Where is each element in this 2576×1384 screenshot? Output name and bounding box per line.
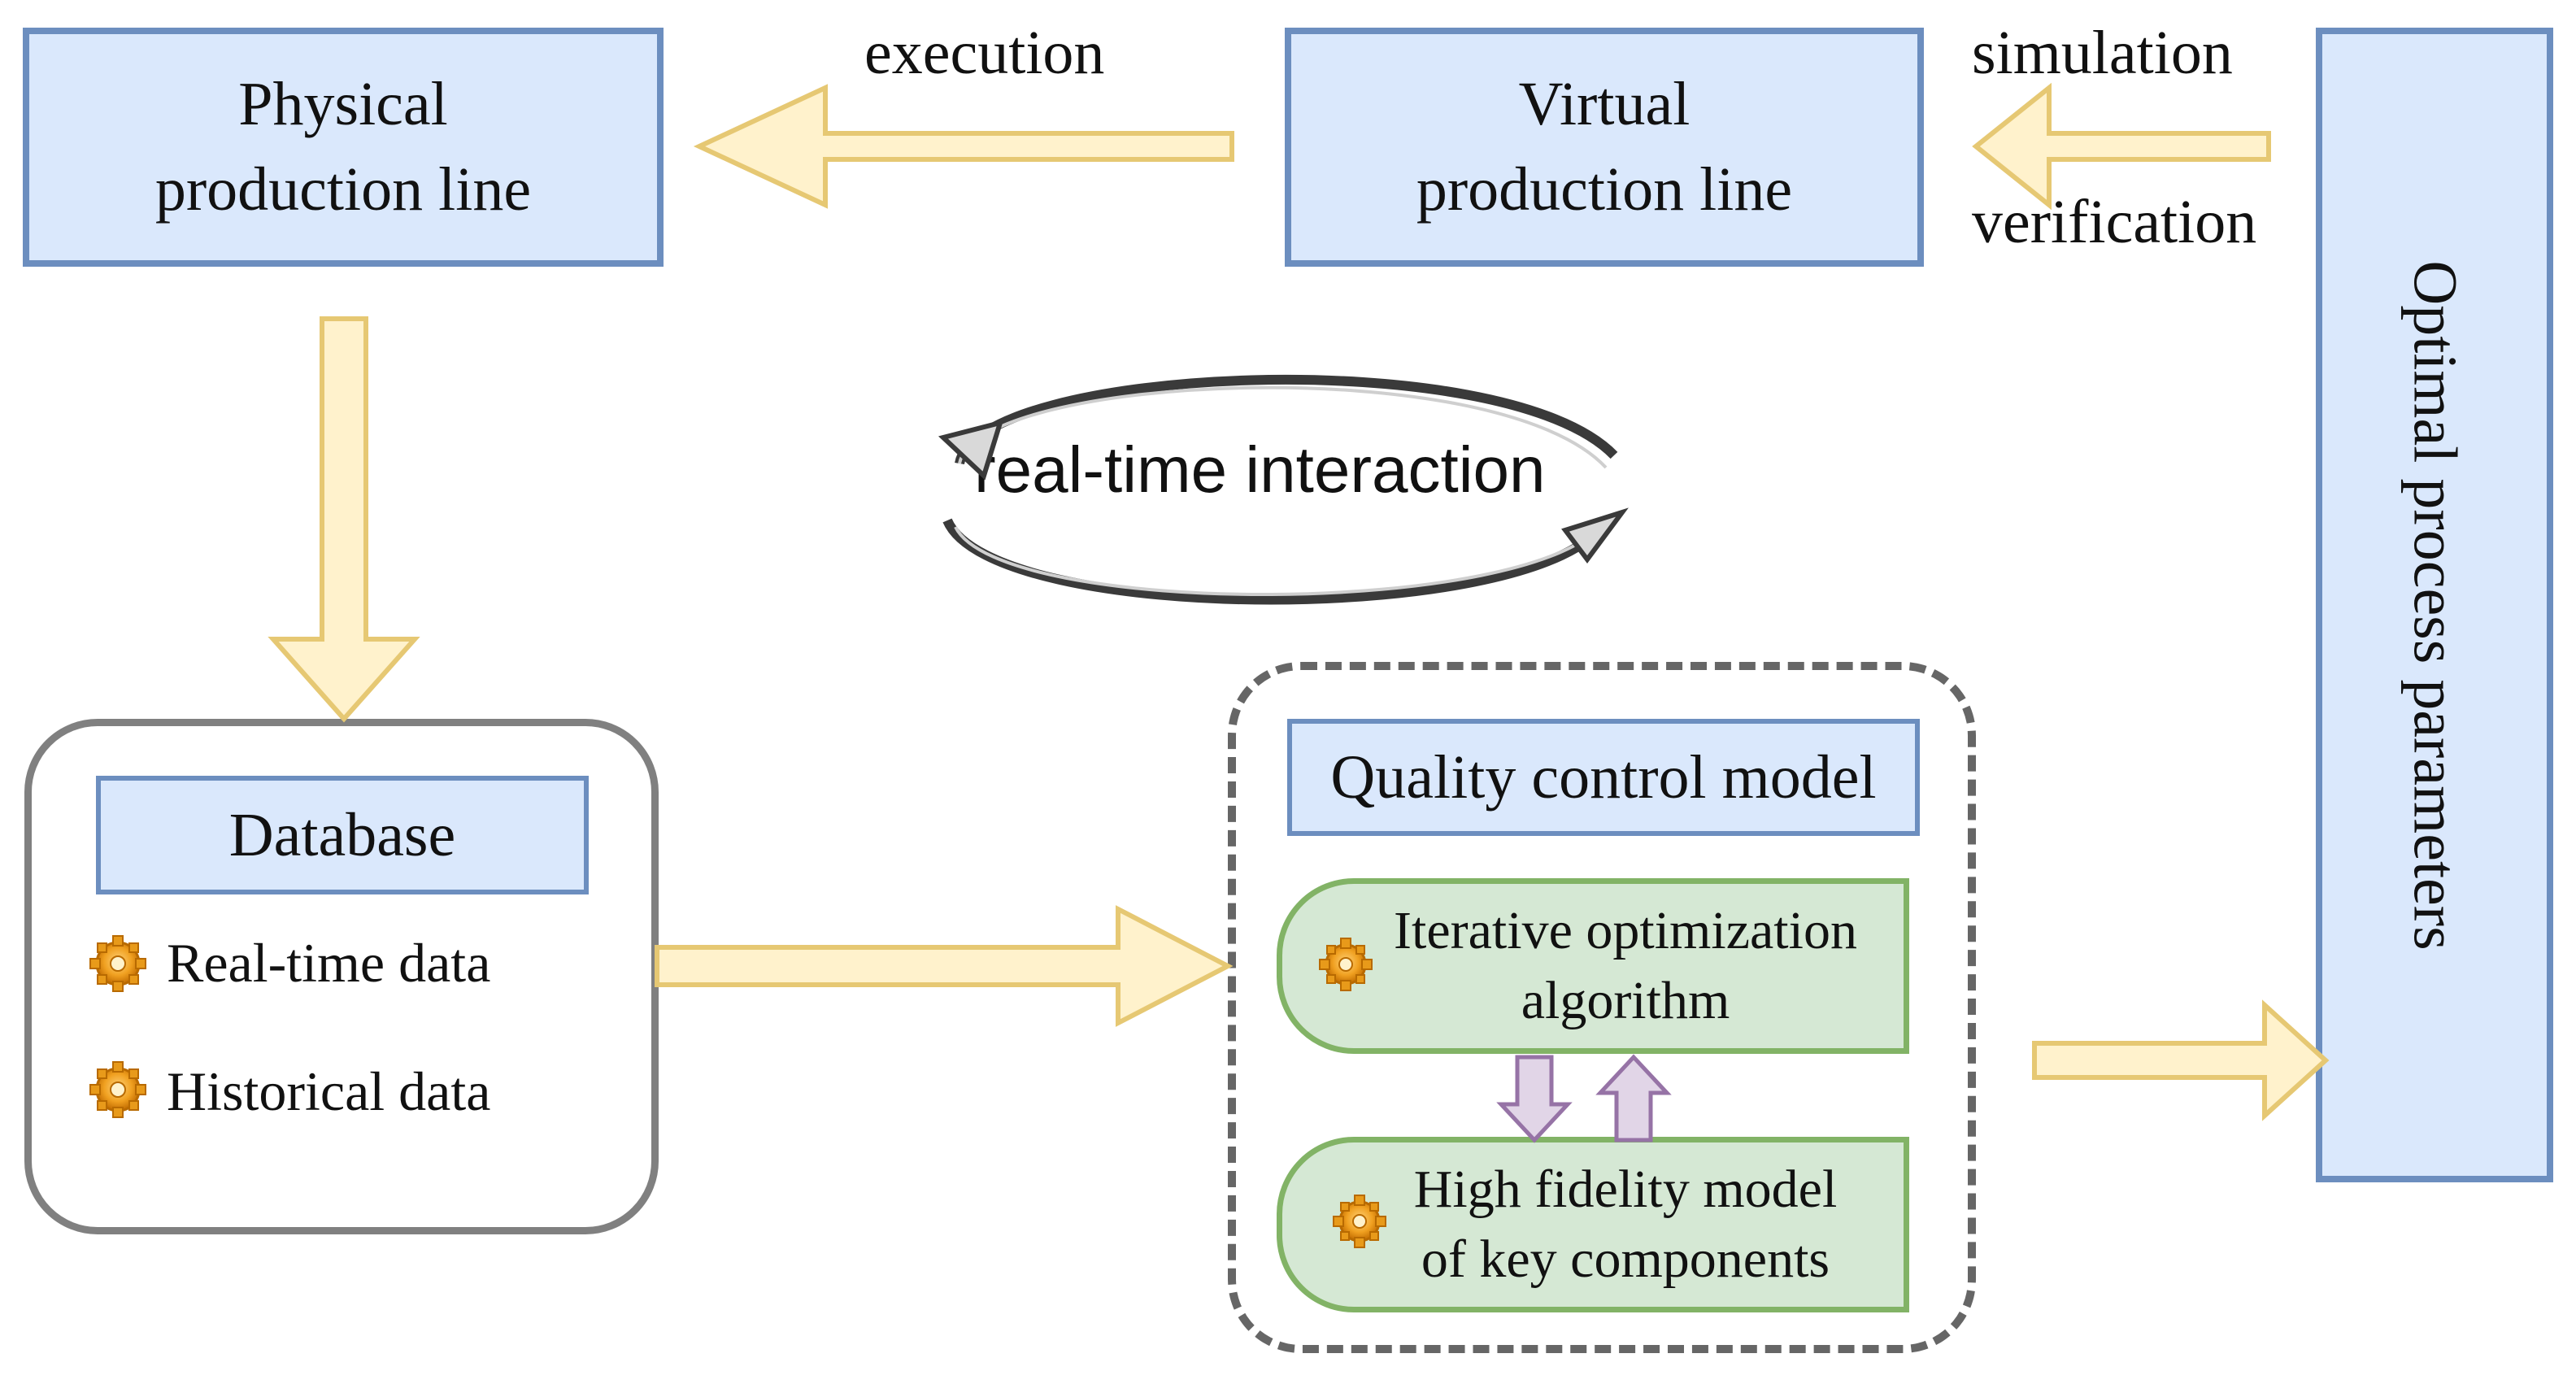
physical-to-database-arrow [268,316,420,723]
physical-line-title-2: production line [154,155,532,224]
up-arrow [1595,1054,1672,1142]
gear-icon [89,935,146,992]
quality-model-title-box: Quality control model [1287,719,1920,836]
interaction-cycle-icon [942,374,1618,605]
simulation-label: simulation [1972,19,2233,87]
database-item-realtime: Real-time data [167,932,491,994]
virtual-line-title-2: production line [1416,155,1793,224]
quality-model-title: Quality control model [1330,742,1877,812]
simulation-arrow [1972,82,2271,211]
iterative-optimization-box: Iterative optimization algorithm [1277,878,1909,1054]
execution-arrow [693,84,1234,209]
quality-control-model-container [1228,662,1976,1353]
fidelity-line-2: of key components [1421,1229,1830,1289]
physical-line-title-1: Physical [238,70,448,139]
down-arrow [1496,1055,1573,1143]
database-to-model-arrow [655,905,1234,1027]
database-title-box: Database [96,776,589,894]
database-title: Database [228,800,456,869]
verification-label: verification [1972,188,2257,256]
algorithm-line-2: algorithm [1521,971,1730,1030]
cycle-arrowhead-right [1561,507,1629,564]
execution-label: execution [864,19,1105,87]
optimal-process-parameters-box: Optimal process parameters [2316,28,2553,1182]
algorithm-line-1: Iterative optimization [1394,901,1857,961]
gear-icon [1319,938,1373,991]
model-to-params-arrow [2032,999,2330,1121]
fidelity-line-1: High fidelity model [1413,1160,1838,1220]
real-time-interaction-label: real-time interaction [974,433,1546,506]
physical-production-line-box: Physical production line [23,28,664,267]
cycle-arrowhead-left [938,419,1004,481]
database-item-historical: Historical data [167,1060,491,1122]
virtual-line-title-1: Virtual [1518,70,1690,139]
gear-icon [1333,1195,1386,1248]
virtual-production-line-box: Virtual production line [1285,28,1924,267]
gear-icon [89,1061,146,1118]
